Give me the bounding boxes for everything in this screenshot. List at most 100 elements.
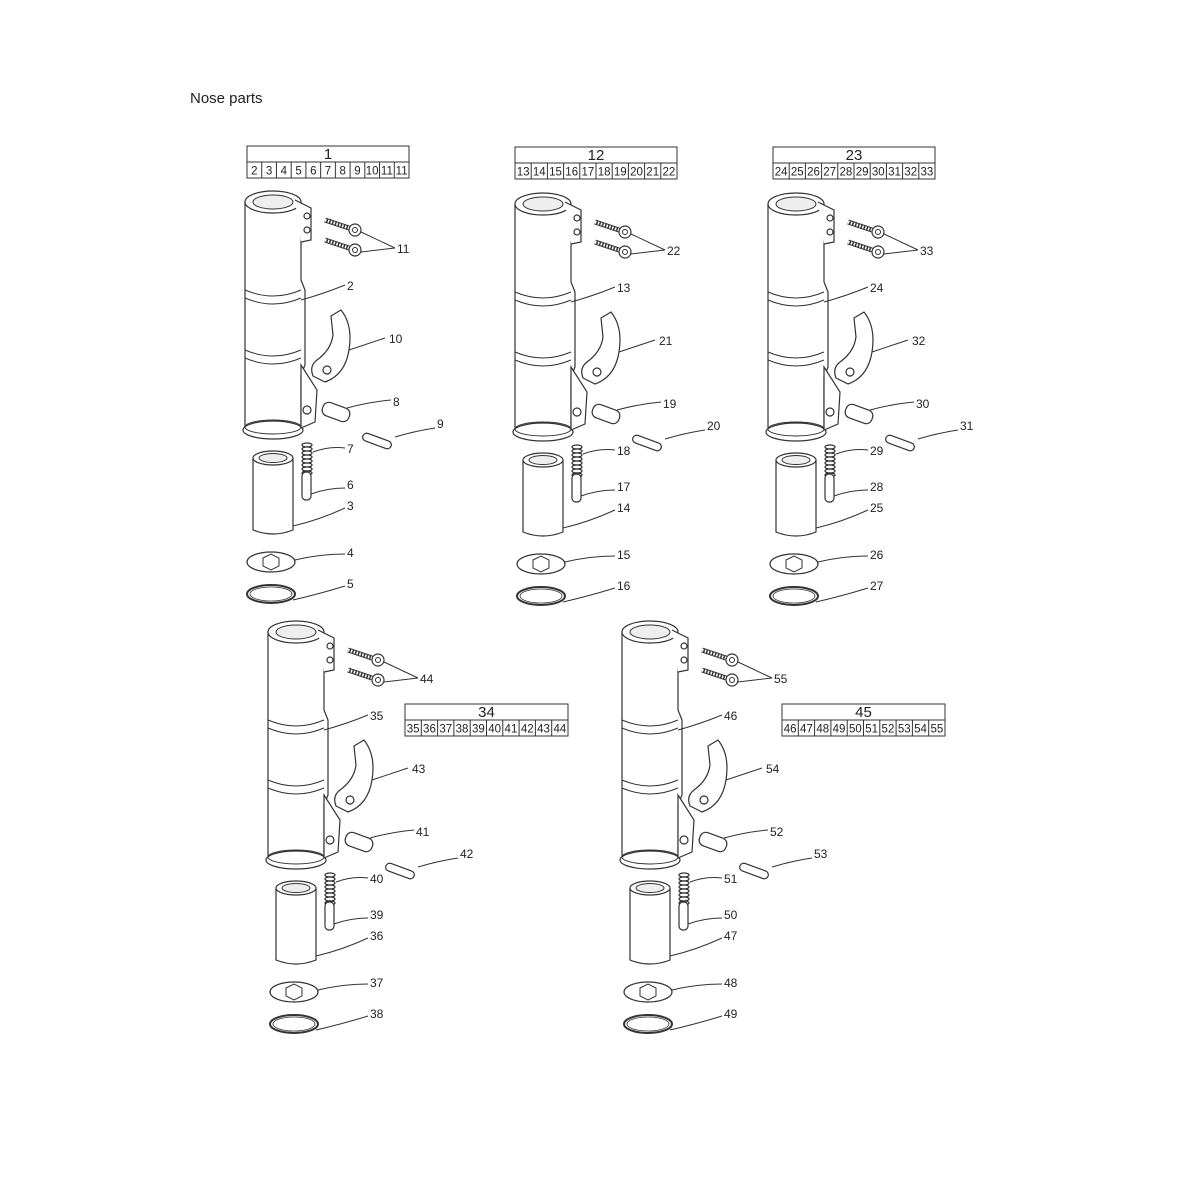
sleeve-leader xyxy=(369,829,415,839)
sleeve-label: 30 xyxy=(916,397,930,411)
retaining-ring-inner xyxy=(626,1016,670,1032)
body-flange xyxy=(512,422,574,442)
latch-label: 54 xyxy=(766,762,780,776)
sleeve-leader xyxy=(616,401,662,411)
kit-item-number: 21 xyxy=(646,167,659,179)
kit-item-number: 55 xyxy=(930,724,943,736)
bracket-hole xyxy=(302,405,312,415)
pin-label: 53 xyxy=(814,847,828,861)
sleeve-label: 8 xyxy=(393,395,400,409)
body-leader xyxy=(677,714,723,731)
retaining-ring-inner xyxy=(272,1016,316,1032)
sleeve xyxy=(321,401,351,423)
kit-item-number: 39 xyxy=(472,724,485,736)
kit-item-number: 9 xyxy=(354,166,360,178)
clamp-hole xyxy=(303,226,311,234)
sleeve-label: 52 xyxy=(770,825,784,839)
bolt-socket xyxy=(622,249,628,255)
pin-leader xyxy=(394,427,436,438)
washer-hex xyxy=(639,983,657,1001)
bolt-thread xyxy=(324,238,350,250)
retaining-ring-inner xyxy=(519,588,563,604)
bolt-socket xyxy=(352,227,358,233)
latch-leader xyxy=(871,339,909,353)
body-leader xyxy=(570,286,616,303)
ring-label: 27 xyxy=(870,579,884,593)
spring-label: 7 xyxy=(347,442,354,456)
bushing xyxy=(775,460,817,537)
kit-item-number: 43 xyxy=(537,724,550,736)
sleeve-label: 19 xyxy=(663,397,677,411)
plunger-leader xyxy=(687,917,723,925)
bolt-thread xyxy=(594,220,620,232)
washer-leader xyxy=(294,553,346,561)
spring-leader xyxy=(689,877,723,883)
latch xyxy=(311,309,351,383)
kit-item-number: 46 xyxy=(784,724,797,736)
kit-item-number: 15 xyxy=(549,167,562,179)
pin-leader xyxy=(417,857,459,868)
kit-number: 34 xyxy=(478,704,495,721)
latch-label: 21 xyxy=(659,334,673,348)
kit-item-number: 11 xyxy=(381,166,393,178)
kit-item-number: 30 xyxy=(872,167,885,179)
bolt-socket xyxy=(375,677,381,683)
retaining-ring-inner xyxy=(772,588,816,604)
bracket-hole xyxy=(572,407,582,417)
latch xyxy=(581,311,621,385)
kit-item-number: 18 xyxy=(598,167,611,179)
bolts-label: 22 xyxy=(667,244,681,258)
pin-leader xyxy=(771,857,813,868)
pin xyxy=(739,862,769,880)
clamp-hole xyxy=(326,656,334,664)
body-flange xyxy=(265,850,327,870)
clamp-hole xyxy=(826,228,834,236)
latch-label: 43 xyxy=(412,762,426,776)
retaining-ring xyxy=(516,586,566,606)
body-groove xyxy=(267,787,325,795)
plunger-leader xyxy=(833,489,869,497)
body-label: 35 xyxy=(370,709,384,723)
latch-leader xyxy=(725,767,763,781)
washer-label: 4 xyxy=(347,546,354,560)
kit-number: 23 xyxy=(846,147,863,164)
washer-hex xyxy=(785,555,803,573)
page-title: Nose parts xyxy=(190,90,263,107)
bolt-head xyxy=(371,653,385,667)
bolts-label: 33 xyxy=(920,244,934,258)
body-flange xyxy=(765,422,827,442)
kit-item-number: 5 xyxy=(295,166,301,178)
ring-label: 16 xyxy=(617,579,631,593)
bolt-socket xyxy=(622,229,628,235)
bracket-hole xyxy=(325,835,335,845)
kit-item-number: 29 xyxy=(856,167,869,179)
bolts-leader xyxy=(737,661,773,683)
body-label: 46 xyxy=(724,709,738,723)
washer-hex xyxy=(285,983,303,1001)
washer-hex xyxy=(532,555,550,573)
body-groove xyxy=(621,779,679,787)
body-groove xyxy=(244,297,302,305)
bolt-thread xyxy=(701,648,727,660)
body-groove xyxy=(767,291,825,299)
bolt-thread xyxy=(701,668,727,680)
bolt-head xyxy=(618,225,632,239)
bolts-leader xyxy=(383,661,419,683)
body-groove xyxy=(244,349,302,357)
kit-item-number: 31 xyxy=(888,167,901,179)
sleeve-leader xyxy=(869,401,915,411)
bushing-leader xyxy=(292,507,346,527)
kit-item-number: 52 xyxy=(882,724,895,736)
bolt-head xyxy=(618,245,632,259)
pin-leader xyxy=(664,429,706,440)
nose-body-bore xyxy=(522,196,564,212)
spring-leader xyxy=(312,447,346,453)
nose-body-bore xyxy=(275,624,317,640)
bushing-leader xyxy=(815,509,869,529)
bolt-head xyxy=(348,223,362,237)
washer-leader xyxy=(671,983,723,991)
kit-item-number: 17 xyxy=(582,167,595,179)
washer-leader xyxy=(564,555,616,563)
ring-leader xyxy=(315,1015,369,1031)
retaining-ring xyxy=(623,1014,673,1034)
